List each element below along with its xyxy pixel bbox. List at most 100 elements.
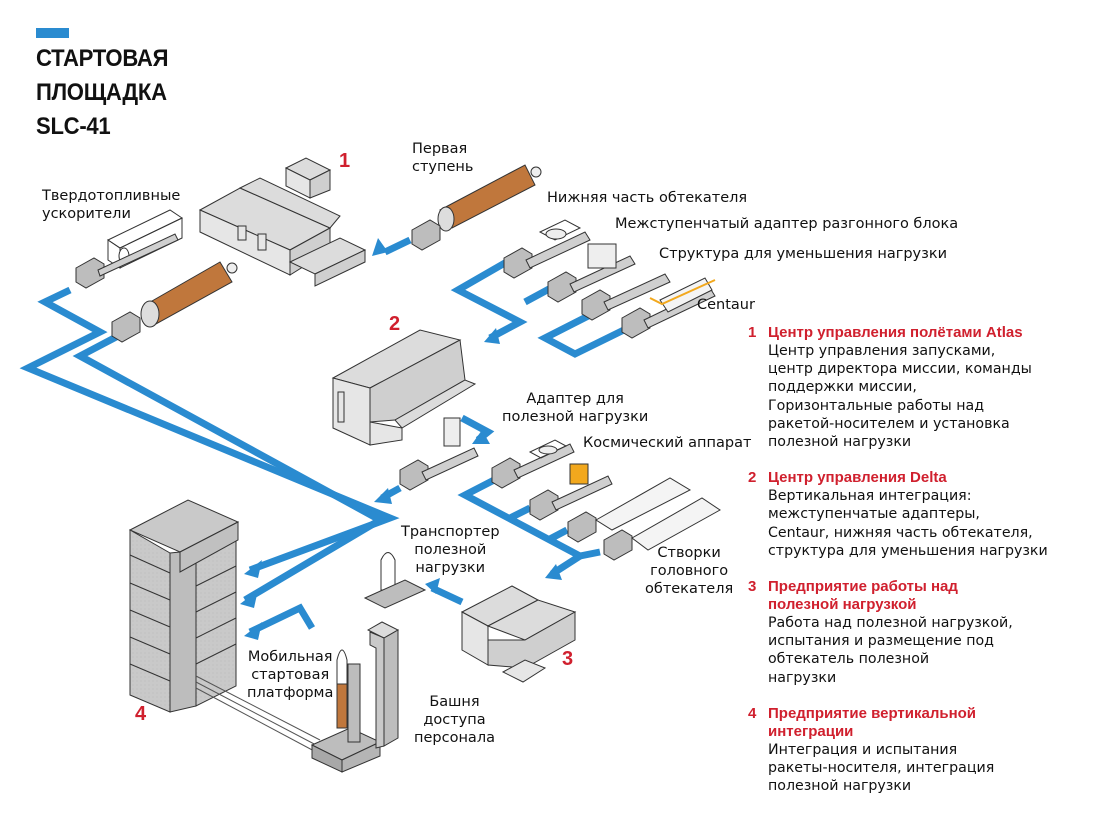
label-srb: Твердотопливные ускорители [42, 187, 180, 223]
legend-item-3: 3 Предприятие работы над полезной нагруз… [748, 578, 1088, 687]
facility-number-1: 1 [339, 150, 351, 172]
title-accent-bar [36, 28, 69, 38]
page-title: СТАРТОВАЯ ПЛОЩАДКА SLC-41 [36, 42, 168, 144]
building-2-delta [331, 329, 477, 446]
srb-transport-truck [75, 209, 184, 289]
payload-transporter [363, 552, 427, 609]
label-line: полезной [414, 542, 487, 558]
legend-body-line: полезной нагрузки [768, 778, 912, 795]
flow-routes [19, 236, 642, 636]
legend-heading-line: интеграции [768, 722, 854, 740]
delta-trucks [503, 219, 716, 339]
first-stage-rocket-2 [111, 261, 238, 343]
route-first-stage [383, 236, 412, 256]
building-3-payload [460, 585, 577, 683]
legend-number: 3 [748, 578, 757, 596]
legend-heading-line: Центр управления Delta [768, 469, 947, 487]
route-delta-comb-3 [537, 306, 642, 358]
legend-item-4: 4 Предприятие вертикальной интеграции Ин… [748, 705, 1088, 796]
legend-heading: Центр управления Delta [768, 469, 1088, 487]
legend: 1 Центр управления полётами Atlas Центр … [748, 324, 1088, 813]
arrowhead [425, 578, 440, 594]
legend-body-line: нагрузки [768, 669, 837, 686]
label-line: полезной нагрузки [502, 409, 649, 425]
legend-body: Центр управления запусками, центр директ… [768, 342, 1088, 451]
legend-heading: Предприятие вертикальной интеграции [768, 705, 1088, 741]
legend-body-line: межступенчатые адаптеры, [768, 506, 980, 523]
label-access-tower: Башня доступа персонала [414, 693, 495, 747]
legend-body-line: Интеграция и испытания [768, 741, 958, 758]
legend-body-line: поддержки миссии, [768, 379, 917, 396]
label-interstage-adapter: Межступенчатый адаптер разгонного блока [615, 216, 959, 232]
legend-body-line: структура для уменьшения нагрузки [768, 542, 1048, 559]
label-line: ускорители [42, 206, 131, 222]
legend-body-line: Горизонтальные работы над [768, 397, 985, 414]
legend-body: Интеграция и испытания ракеты-носителя, … [768, 741, 1088, 796]
label-line: нагрузки [415, 560, 486, 576]
route-spacecraft-comb [457, 474, 587, 577]
legend-item-1: 1 Центр управления полётами Atlas Центр … [748, 324, 1088, 451]
label-line: платформа [247, 685, 334, 701]
legend-item-2: 2 Центр управления Delta Вертикальная ин… [748, 469, 1088, 560]
route-spacecraft-comb-2 [508, 504, 532, 522]
legend-number: 2 [748, 469, 757, 487]
label-line: доступа [423, 712, 486, 728]
label-line: персонала [414, 730, 495, 746]
flow-arrowheads [240, 238, 562, 640]
facility-number-2: 2 [389, 313, 401, 335]
arrowhead [244, 560, 262, 578]
label-line: Створки [657, 545, 721, 561]
title-line: СТАРТОВАЯ [36, 45, 169, 72]
label-centaur: Centaur [697, 297, 755, 313]
label-mobile-platform: Мобильная стартовая платформа [247, 648, 333, 702]
arrowhead [472, 430, 490, 444]
facility-number-4: 4 [135, 703, 147, 725]
payload-adapter-truck [399, 417, 479, 491]
legend-body-line: ракеты-носителя, интеграция [768, 760, 995, 777]
spacecraft-trucks [491, 439, 721, 561]
label-line: головного [650, 563, 729, 579]
legend-body-line: полезной нагрузки [768, 434, 912, 451]
label-load-reduction: Структура для уменьшения нагрузки [659, 246, 948, 262]
label-fairing-halves: Створки головного обтекателя [645, 544, 733, 598]
access-tower [366, 621, 400, 749]
label-line: Мобильная [247, 649, 333, 665]
building-1-atlas [198, 157, 367, 287]
legend-body-line: Центр управления запусками, [768, 343, 996, 359]
legend-heading-line: Предприятие работы над [768, 578, 958, 596]
label-spacecraft: Космический аппарат [583, 435, 752, 451]
legend-heading-line: Центр управления полётами Atlas [768, 324, 1023, 341]
facility-number-3: 3 [562, 648, 574, 670]
legend-heading-line: Предприятие вертикальной [768, 704, 977, 722]
legend-body-line: Centaur, нижняя часть обтекателя, [768, 524, 1033, 541]
arrowhead [372, 238, 388, 256]
arrowhead [244, 622, 262, 640]
legend-heading-line: полезной нагрузкой [768, 596, 917, 614]
label-first-stage: Первая ступень [412, 140, 473, 176]
route-spacecraft-comb-4 [579, 548, 601, 560]
label-line: Первая [412, 141, 468, 157]
label-lower-fairing: Нижняя часть обтекателя [547, 190, 748, 206]
route-spacecraft-comb-3 [546, 526, 569, 544]
legend-number: 4 [748, 704, 757, 722]
legend-body: Вертикальная интеграция: межступенчатые … [768, 487, 1088, 560]
legend-number: 1 [748, 324, 757, 341]
legend-body: Работа над полезной нагрузкой, испытания… [768, 614, 1088, 687]
label-line: Твердотопливные [42, 188, 181, 204]
title-line: SLC-41 [36, 113, 111, 140]
title-line: ПЛОЩАДКА [36, 79, 167, 106]
arrowhead [240, 590, 258, 608]
route-payload-to-vif [248, 603, 316, 636]
label-line: Транспортер [401, 524, 500, 540]
route-pphf-to-transporter [430, 584, 464, 606]
label-line: обтекателя [645, 581, 734, 597]
label-line: стартовая [251, 667, 330, 683]
legend-heading: Центр управления полётами Atlas [768, 324, 1088, 342]
first-stage-rocket-1 [411, 164, 542, 251]
building-4-vif [128, 499, 240, 713]
legend-body-line: ракетой-носителем и установка [768, 415, 1010, 432]
label-line: ступень [412, 159, 474, 175]
route-srb-to-vif-inner [72, 332, 388, 604]
legend-body-line: испытания и размещение под [768, 633, 994, 650]
legend-heading: Предприятие работы над полезной нагрузко… [768, 578, 1088, 614]
